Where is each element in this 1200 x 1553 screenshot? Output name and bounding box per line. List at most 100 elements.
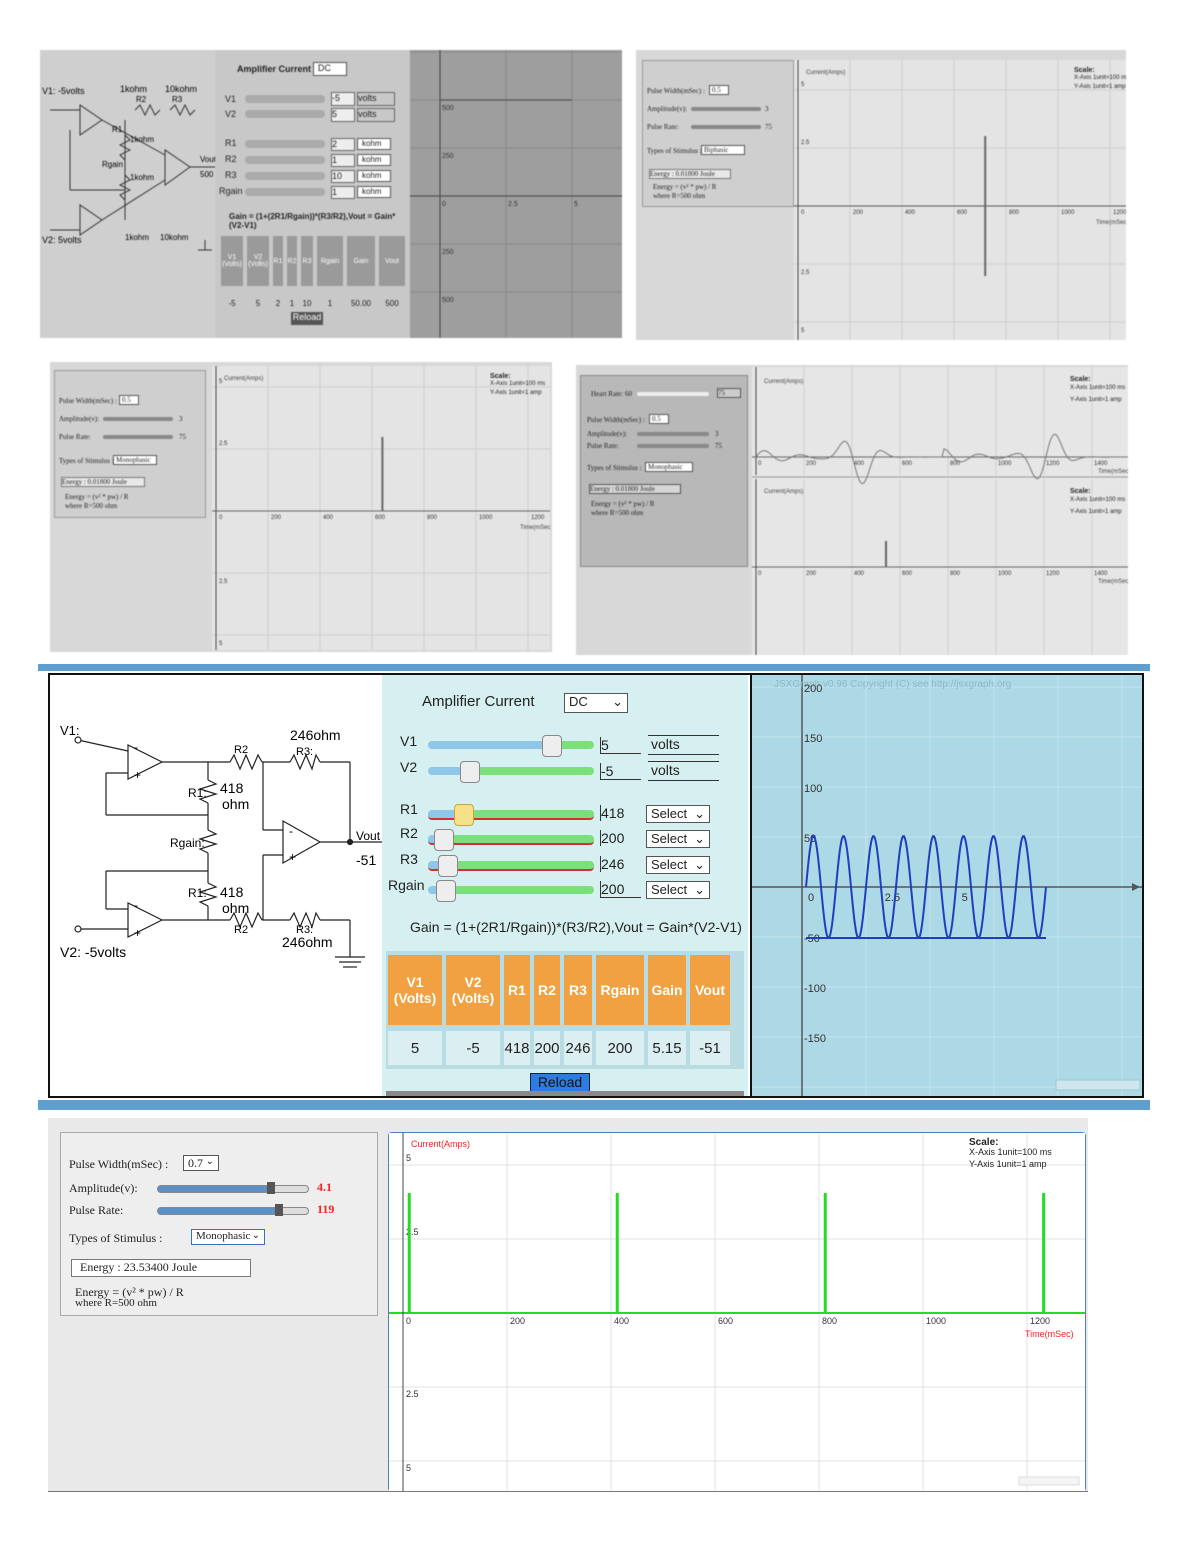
r3-slider[interactable] bbox=[428, 861, 594, 871]
heart-rate-label: Heart Rate: bbox=[591, 390, 624, 398]
stim-type-select[interactable]: Biphasic bbox=[701, 145, 745, 155]
amplitude-slider[interactable] bbox=[103, 417, 173, 421]
pulse-width-select[interactable]: 0.7⌄ bbox=[183, 1155, 219, 1171]
r2-value[interactable]: 1 bbox=[331, 154, 355, 167]
r2-value[interactable]: 200 bbox=[600, 830, 641, 846]
v2-slider[interactable] bbox=[428, 767, 594, 775]
rgain-unit-select[interactable]: Select⌄ bbox=[646, 881, 710, 899]
r-bot-label: 1kohm bbox=[125, 233, 149, 242]
ecg-trace bbox=[755, 433, 1128, 485]
v1-slider[interactable] bbox=[245, 95, 325, 103]
stim-type-select[interactable]: Monophasic bbox=[113, 455, 157, 465]
pulse-rate-slider-thumb[interactable] bbox=[275, 1204, 283, 1216]
energy-formula: Energy = (v² * pw) / R bbox=[653, 183, 717, 191]
pulse-rate-slider[interactable] bbox=[691, 125, 761, 129]
r1-slider[interactable] bbox=[428, 810, 594, 820]
x-tick-label: 2.5 bbox=[885, 892, 900, 904]
r3-slider-thumb[interactable] bbox=[438, 855, 458, 877]
chevron-down-icon: ⌄ bbox=[694, 857, 705, 872]
pulse-rate-value: 75 bbox=[715, 442, 722, 450]
table-header-cell: V2 (Volts) bbox=[247, 236, 269, 286]
amplitude-slider[interactable] bbox=[157, 1185, 309, 1193]
r2-label: R2 bbox=[136, 95, 147, 104]
table-value-cell: 10 bbox=[302, 298, 312, 308]
r1-value[interactable]: 418 bbox=[600, 805, 641, 821]
scale-title: Scale: bbox=[1070, 376, 1091, 383]
reload-button[interactable]: Reload bbox=[530, 1073, 590, 1093]
reload-button[interactable]: Reload bbox=[291, 312, 323, 325]
r1-unit-select[interactable]: kohm bbox=[357, 138, 391, 150]
r1-value: 418 bbox=[220, 780, 244, 796]
svg-text:+: + bbox=[289, 850, 296, 864]
mode-select[interactable]: DC⌄ bbox=[564, 693, 628, 713]
scale-title: Scale: bbox=[490, 373, 511, 380]
stimulus-panel-biphasic: Pulse Width(mSec) : 0.5 Amplitude(v): 3 … bbox=[636, 50, 1126, 340]
r1-slider-thumb[interactable] bbox=[454, 804, 474, 826]
r1-value[interactable]: 2 bbox=[331, 138, 355, 151]
amplitude-value: 4.1 bbox=[317, 1180, 332, 1194]
r3-value[interactable]: 10 bbox=[331, 170, 355, 183]
v2-value[interactable]: -5 bbox=[600, 763, 641, 780]
pulse-rate-slider[interactable] bbox=[103, 435, 173, 439]
energy-box: Energy : 0.01800 Joule bbox=[589, 484, 681, 494]
amplitude-slider[interactable] bbox=[637, 432, 709, 436]
horizontal-scrollbar[interactable] bbox=[386, 1091, 744, 1096]
x-tick-label: 400 bbox=[854, 461, 865, 467]
r1-slider[interactable] bbox=[245, 140, 325, 148]
table-header-cell: Vout bbox=[379, 236, 405, 286]
x-scale-label: X-Axis 1unit=100 ms bbox=[969, 1147, 1052, 1157]
pulse-width-select[interactable]: 0.5 bbox=[709, 85, 729, 95]
x-tick-label: 1000 bbox=[479, 515, 493, 521]
amplitude-slider-thumb[interactable] bbox=[267, 1182, 275, 1194]
v2-unit: volts bbox=[648, 761, 719, 781]
rgain-label: Rgain bbox=[102, 160, 123, 169]
rgain-unit-select[interactable]: kohm bbox=[357, 186, 391, 198]
v1-value[interactable]: -5 bbox=[331, 92, 355, 106]
y-axis-label: Current(Amps) bbox=[224, 376, 263, 382]
v2-value[interactable]: 5 bbox=[331, 108, 355, 122]
rgain-slider-thumb[interactable] bbox=[436, 880, 456, 902]
pulse-rate-slider[interactable] bbox=[157, 1207, 309, 1215]
pulse-rate-label: Pulse Rate: bbox=[59, 433, 91, 441]
heart-rate-slider[interactable] bbox=[637, 392, 709, 396]
table-header-cell: Vout bbox=[690, 955, 730, 1025]
r3-unit-select[interactable]: kohm bbox=[357, 170, 391, 182]
rgain-value[interactable]: 200 bbox=[600, 881, 641, 898]
rgain-slider[interactable] bbox=[245, 188, 325, 196]
r3-unit-select[interactable]: Select⌄ bbox=[646, 856, 710, 874]
y-axis-label-top: Current(Amps) bbox=[764, 379, 803, 385]
chevron-down-icon: ⌄ bbox=[251, 1230, 260, 1241]
y-axis-label: Current(Amps) bbox=[806, 70, 845, 76]
r2-unit-select[interactable]: kohm bbox=[357, 154, 391, 166]
x-tick-label: 0 bbox=[406, 1316, 411, 1326]
v1-value[interactable]: 5 bbox=[600, 737, 641, 754]
amplitude-slider[interactable] bbox=[691, 107, 761, 111]
rgain-slider[interactable] bbox=[428, 886, 594, 894]
rgain-value[interactable]: 1 bbox=[331, 186, 355, 199]
x-tick-label: 0 bbox=[442, 201, 446, 208]
x-tick-label: 1000 bbox=[1061, 210, 1075, 216]
chevron-down-icon: ⌄ bbox=[694, 831, 705, 846]
pulse-width-select[interactable]: 0.5 bbox=[649, 414, 669, 424]
r2-slider[interactable] bbox=[245, 156, 325, 164]
table-header-cell: V1 (Volts) bbox=[221, 236, 243, 286]
r3-value[interactable]: 246 bbox=[600, 856, 641, 872]
v2-slider[interactable] bbox=[245, 110, 325, 118]
r2-slider[interactable] bbox=[428, 835, 594, 845]
heart-rate-value[interactable]: 75 bbox=[717, 388, 741, 398]
stim-type-select[interactable]: Monophasic bbox=[645, 462, 693, 472]
pulse-width-select[interactable]: 0.5 bbox=[119, 395, 139, 405]
r1-unit-select[interactable]: Select⌄ bbox=[646, 805, 710, 823]
r3-slider[interactable] bbox=[245, 172, 325, 180]
v1-slider-thumb[interactable] bbox=[542, 735, 562, 757]
mode-select[interactable]: DC bbox=[313, 62, 347, 76]
y-tick-label: 5 bbox=[219, 641, 223, 647]
pulse-rate-slider[interactable] bbox=[637, 444, 709, 448]
v2-slider-thumb[interactable] bbox=[460, 761, 480, 783]
r2-slider-thumb[interactable] bbox=[434, 829, 454, 851]
r1-label: R1 bbox=[400, 801, 418, 817]
pulse-width-label: Pulse Width(mSec) : bbox=[587, 416, 645, 424]
v1-slider[interactable] bbox=[428, 741, 594, 749]
r2-unit-select[interactable]: Select⌄ bbox=[646, 830, 710, 848]
stim-type-select[interactable]: Monophasic⌄ bbox=[191, 1229, 265, 1245]
